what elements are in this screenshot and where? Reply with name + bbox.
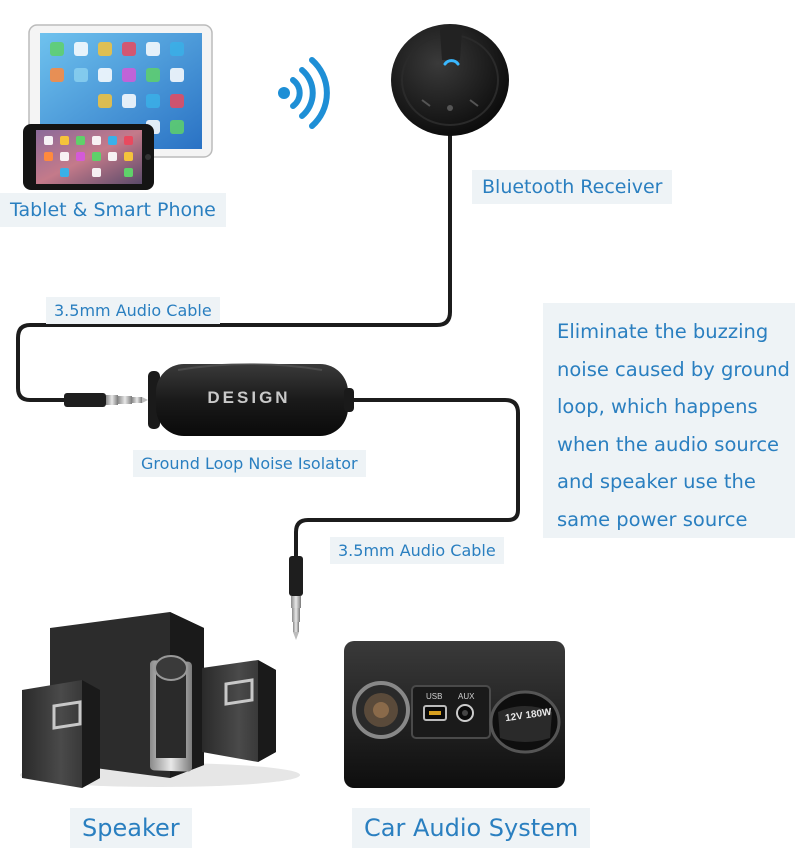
- smartphone-icon: [23, 124, 154, 190]
- car-audio-label: Car Audio System: [352, 808, 591, 848]
- tablet-phone-label: Tablet & Smart Phone: [0, 193, 226, 227]
- description-line: noise caused by ground: [557, 357, 790, 381]
- cable-top: [16, 116, 452, 402]
- audio-jack-icon: [64, 393, 148, 407]
- description-box: Eliminate the buzzing noise caused by gr…: [543, 303, 795, 538]
- description-line: same power source: [557, 507, 748, 531]
- bluetooth-receiver-label: Bluetooth Receiver: [472, 170, 673, 204]
- audio-jack-icon: [289, 556, 303, 640]
- isolator-brand-text: DESIGN: [207, 388, 291, 407]
- description-line: and speaker use the: [557, 470, 756, 493]
- noise-isolator-icon: [148, 363, 354, 436]
- bluetooth-receiver-icon: [391, 24, 509, 136]
- audio-cable-top-label: 3.5mm Audio Cable: [46, 297, 220, 324]
- isolator-label: Ground Loop Noise Isolator: [133, 450, 366, 477]
- audio-cable-bottom-label: 3.5mm Audio Cable: [330, 537, 504, 564]
- cable-bottom: [294, 398, 520, 562]
- description-line: when the audio source: [557, 432, 780, 456]
- speaker-icon: [20, 612, 300, 788]
- speaker-label: Speaker: [70, 808, 192, 848]
- wireless-signal-icon: [278, 57, 330, 129]
- description-line: Eliminate the buzzing: [557, 320, 769, 343]
- description-line: loop, which happens: [557, 395, 758, 418]
- car-console-icon: [344, 641, 565, 788]
- usb-port-label: USB: [426, 692, 443, 701]
- aux-port-label: AUX: [458, 692, 475, 701]
